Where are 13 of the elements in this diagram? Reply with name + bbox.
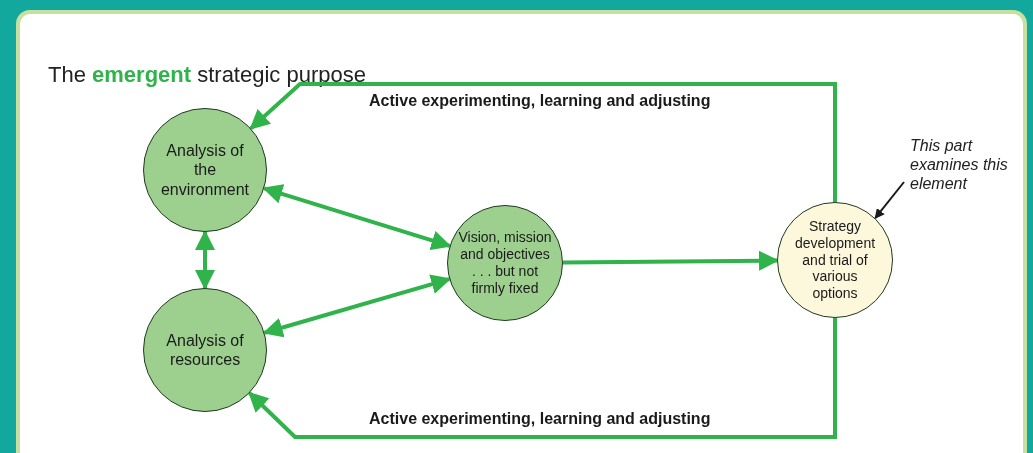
arrow	[874, 181, 905, 220]
arrow	[249, 82, 837, 202]
node-text: Analysis of resources	[165, 330, 245, 370]
note-text: This part examines this element	[910, 136, 1010, 194]
node-text: Analysis of the environment	[159, 141, 250, 199]
node-text: Vision, mission and objectives . . . but not firmly fixed	[458, 229, 552, 297]
arrow	[262, 184, 452, 251]
arrow	[262, 274, 452, 338]
arrow	[248, 318, 837, 439]
node-text: Strategy development and trial of various options	[793, 218, 877, 302]
diagram-title: The emergent strategic purpose	[48, 62, 366, 88]
arrow	[563, 250, 779, 271]
arrow	[195, 230, 215, 290]
